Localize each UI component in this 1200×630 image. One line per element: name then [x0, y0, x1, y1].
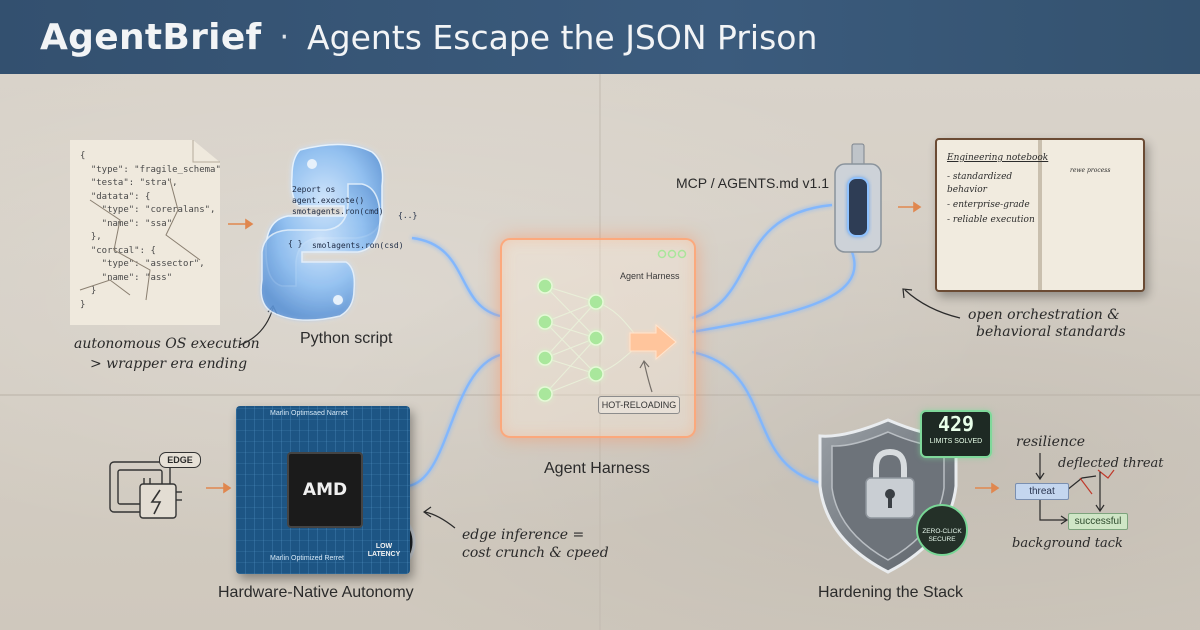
paper-cracks — [79, 140, 220, 301]
page-title: Agents Escape the JSON Prison — [307, 17, 818, 57]
python-code-line: smotagents.ron(cmd) — [292, 207, 384, 216]
notebook-item: - enterprise-grade — [947, 200, 1030, 210]
notebook-item: - reliable execution — [947, 215, 1035, 225]
fragile-json-paper: { "type": "fragile_schema", "testa": "st… — [70, 140, 220, 325]
zero-click-line: ZERO-CLICK — [922, 528, 962, 535]
mcp-label: MCP / AGENTS.md v1.1 — [676, 175, 830, 191]
note-arrow-hardware — [424, 511, 456, 529]
harness-label: Agent Harness — [544, 460, 650, 477]
note-arrow-hot — [643, 361, 653, 393]
board-top-label: Marlin Optimsaed Narnet — [270, 410, 348, 417]
note-wrapper-era: > wrapper era ending — [90, 356, 248, 372]
python-brace-tag: {..} — [398, 211, 418, 220]
hardware-label: Hardware-Native Autonomy — [218, 584, 414, 601]
rate-limit-badge: 429 LIMITS SOLVED — [920, 410, 992, 458]
note-resilience: resilience — [1016, 434, 1086, 450]
python-logo-icon — [260, 143, 384, 321]
padlock-icon — [865, 448, 915, 519]
output-arrow-icon — [629, 323, 677, 361]
edge-tag: EDGE — [159, 452, 201, 468]
header-bar: AgentBrief · Agents Escape the JSON Pris… — [0, 0, 1200, 74]
notebook-item: behavior — [947, 185, 987, 195]
cable-harness-mcp — [691, 203, 833, 320]
cable-python-harness — [411, 236, 501, 318]
python-bracket-tag: { } — [288, 239, 303, 248]
python-code-line: 2eport os — [292, 185, 336, 194]
neural-network-icon — [537, 249, 687, 402]
python-code-line: agent.execote() — [292, 196, 365, 205]
security-label: Hardening the Stack — [818, 584, 963, 601]
harness-inner-title: Agent Harness — [620, 271, 680, 281]
cable-hardware-harness — [407, 353, 501, 488]
notebook-heading: Engineering notebook — [947, 153, 1049, 163]
notebook-right-heading: rewe process — [1070, 167, 1111, 174]
note-open-orchestration: open orchestration & — [968, 307, 1120, 323]
edge-device-icon — [109, 461, 182, 519]
badge-number: 429 — [937, 412, 975, 436]
notebook-item: - standardized — [947, 172, 1013, 182]
note-background-task: background tack — [1012, 536, 1123, 551]
zero-click-badge: ZERO-CLICK SECURE — [916, 504, 968, 556]
usb-c-connector-icon — [834, 143, 882, 253]
json-code: { "type": "fragile_schema", "testa": "st… — [80, 151, 227, 310]
gauge-text: LOW LATENCY — [364, 543, 404, 559]
board-bottom-label: Marlin Optimized Rerret — [270, 555, 344, 562]
gauge-line: LATENCY — [367, 551, 401, 558]
gauge-line: LOW — [375, 543, 393, 550]
cable-mcp-harness — [691, 251, 856, 334]
hot-reloading-tag: HOT-RELOADING — [598, 396, 680, 414]
title-separator: · — [279, 19, 290, 55]
note-os-execution: autonomous OS execution — [74, 336, 260, 352]
badge-text: LIMITS SOLVED — [929, 438, 983, 445]
note-arrow-notebook — [904, 289, 961, 319]
cable-harness-security — [691, 350, 831, 487]
amd-chip: AMD — [287, 452, 363, 528]
note-behavioral-standards: behavioral standards — [976, 324, 1126, 340]
threat-box: threat — [1015, 483, 1069, 500]
zero-click-line: SECURE — [928, 536, 956, 543]
note-deflected-threat: deflected threat — [1058, 456, 1164, 471]
chip-label: AMD — [302, 480, 348, 500]
python-code-line: smolagents.ron(csd) — [312, 241, 404, 250]
python-label: Python script — [300, 330, 393, 347]
engineering-notebook — [935, 138, 1145, 292]
note-edge-inference: edge inference = — [462, 527, 585, 543]
notebook-spine — [1038, 140, 1042, 290]
brand-title: AgentBrief — [40, 16, 262, 58]
note-cost-crunch: cost crunch & cpeed — [462, 545, 609, 561]
successful-box: successful — [1068, 513, 1128, 530]
